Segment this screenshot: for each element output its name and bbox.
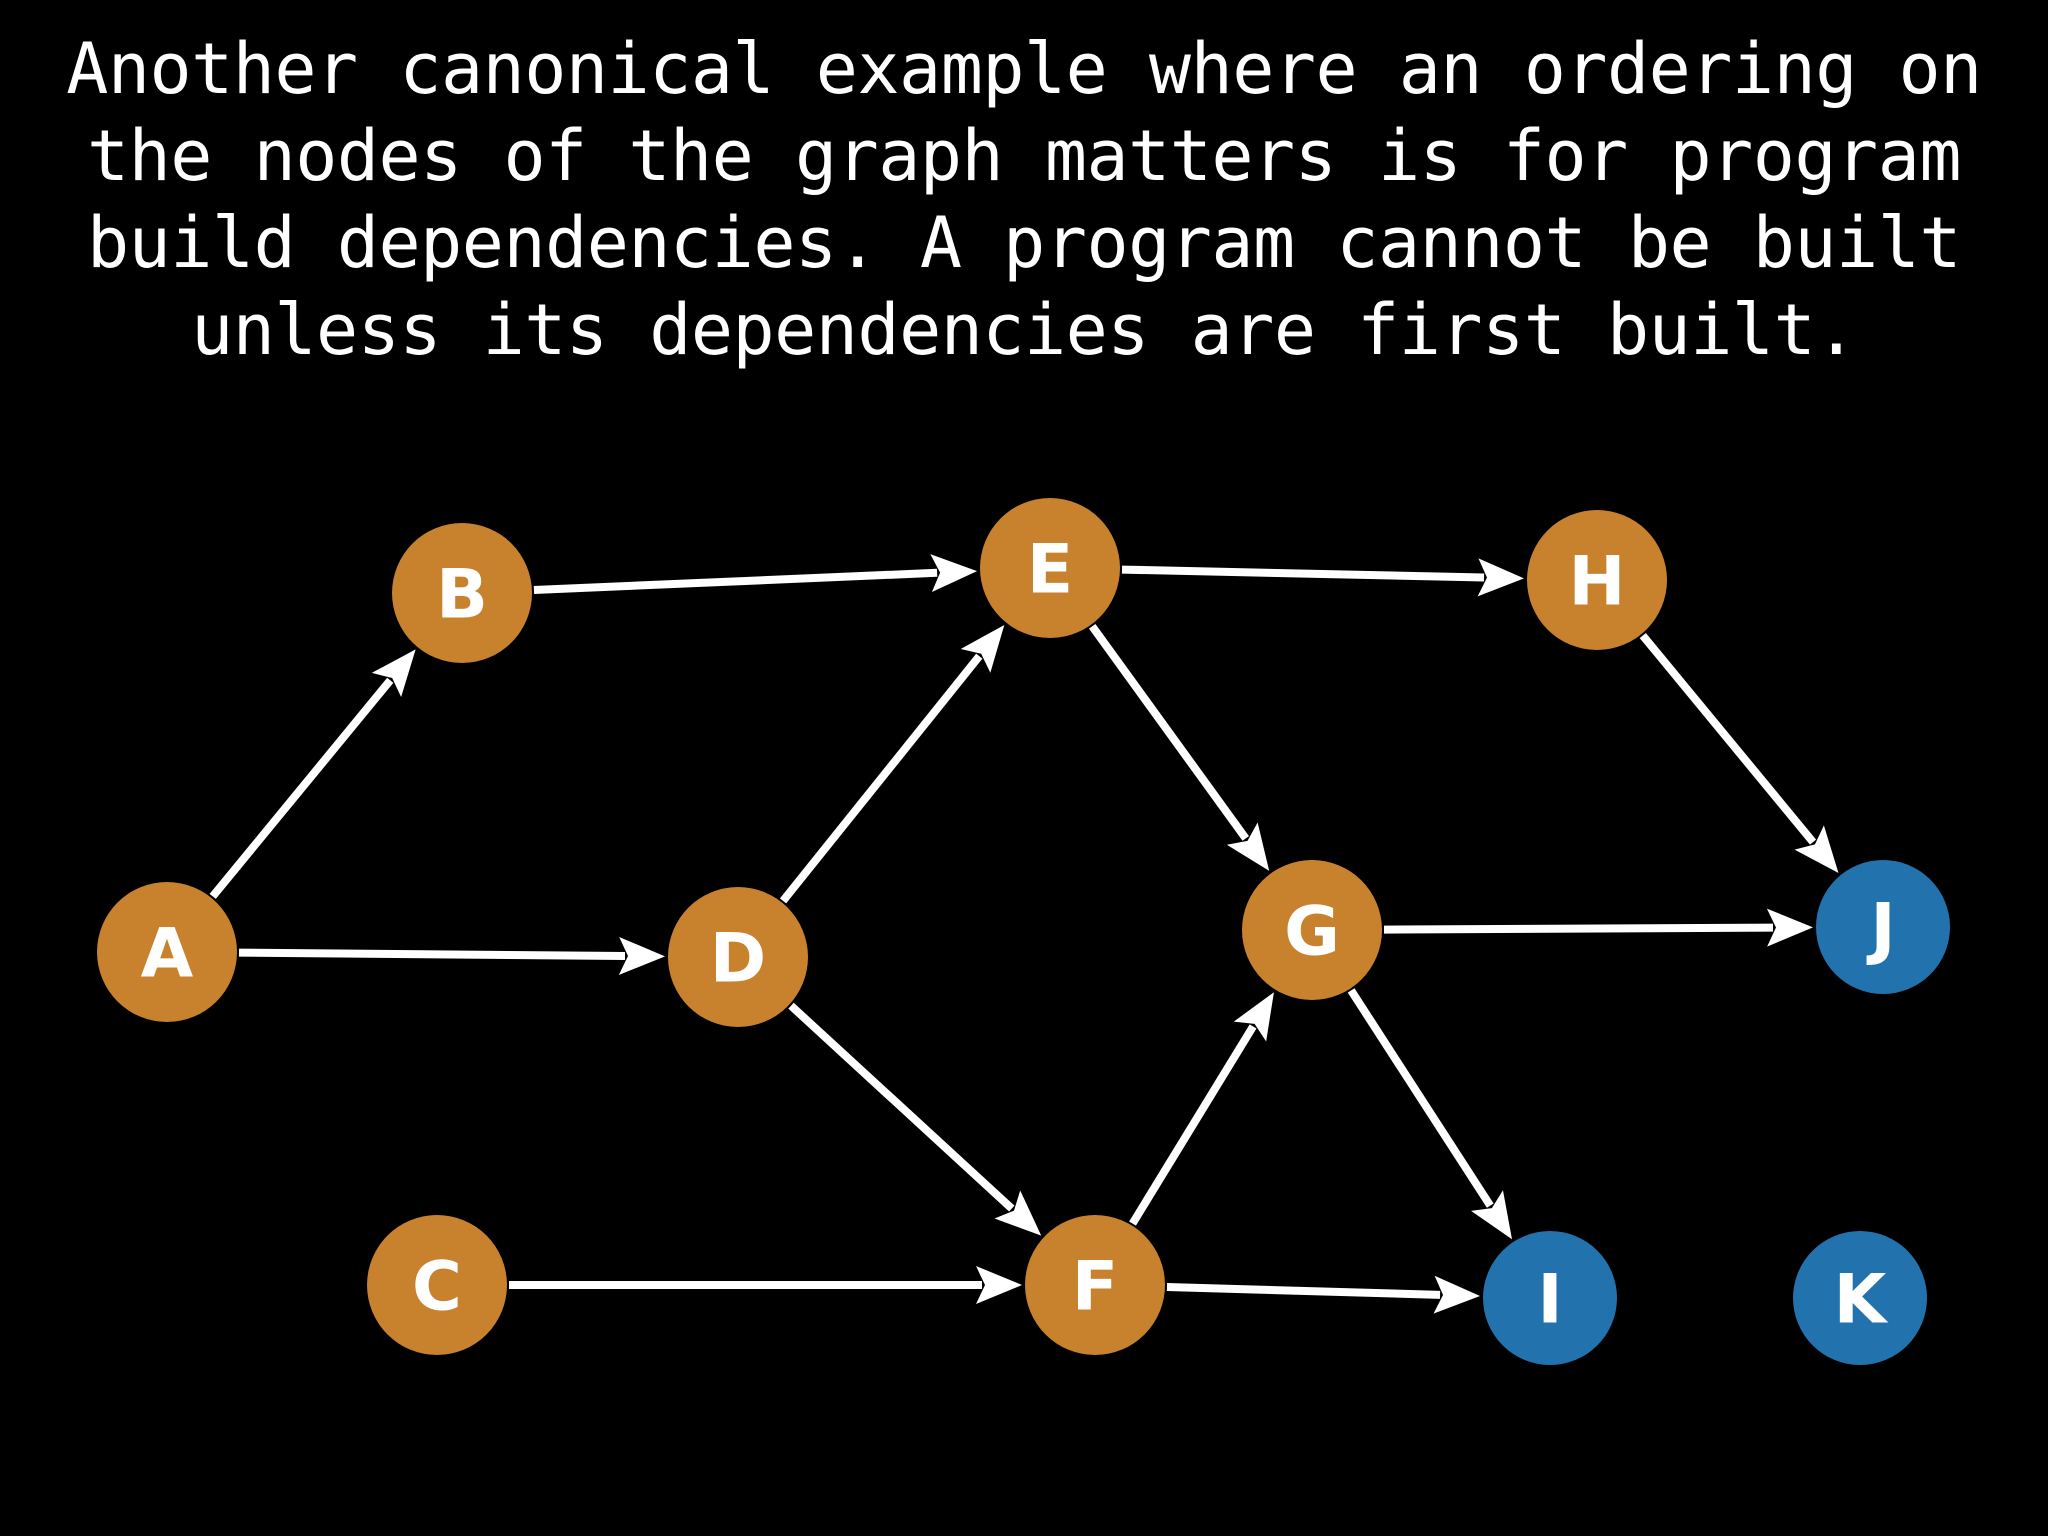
node-circle[interactable] xyxy=(1793,1231,1927,1365)
graph-edges-layer xyxy=(209,554,1839,1314)
arrowhead-icon xyxy=(960,624,1005,673)
arrowhead-icon xyxy=(371,649,416,698)
node-label: B xyxy=(436,556,488,635)
graph-edge-g-to-i xyxy=(1347,988,1512,1240)
edge-shaft xyxy=(238,948,626,961)
graph-edge-b-to-e xyxy=(533,554,978,594)
edge-shaft xyxy=(779,653,983,904)
node-label: I xyxy=(1537,1261,1562,1340)
graph-node-b[interactable]: B xyxy=(392,523,532,663)
graph-edge-d-to-e xyxy=(779,624,1005,904)
node-circle[interactable] xyxy=(392,523,532,663)
node-label: E xyxy=(1027,531,1073,610)
graph-edge-a-to-b xyxy=(209,649,416,899)
node-circle[interactable] xyxy=(1025,1215,1165,1355)
arrowhead-icon xyxy=(1794,825,1839,873)
edge-shaft xyxy=(533,568,938,594)
graph-edge-g-to-j xyxy=(1383,908,1814,947)
node-circle[interactable] xyxy=(668,887,808,1027)
graph-edge-a-to-d xyxy=(238,936,666,975)
graph-node-d[interactable]: D xyxy=(668,887,808,1027)
graph-node-h[interactable]: H xyxy=(1527,510,1667,650)
arrowhead-icon xyxy=(930,554,978,593)
node-label: A xyxy=(141,915,194,994)
node-circle[interactable] xyxy=(97,882,237,1022)
graph-node-a[interactable]: A xyxy=(97,882,237,1022)
node-circle[interactable] xyxy=(1527,510,1667,650)
graph-edge-c-to-f xyxy=(509,1266,1022,1304)
arrowhead-icon xyxy=(976,1266,1022,1304)
node-label: G xyxy=(1284,893,1340,972)
arrowhead-icon xyxy=(994,1190,1042,1236)
edge-shaft xyxy=(1166,1283,1441,1299)
edge-shaft xyxy=(1121,565,1485,582)
graph-edge-d-to-f xyxy=(788,1002,1042,1236)
slide-caption: Another canonical example where an order… xyxy=(66,28,2024,371)
node-label: C xyxy=(412,1248,462,1327)
edge-shaft xyxy=(1088,623,1249,841)
graph-nodes-layer: A B C D E F G H I J K xyxy=(97,498,1950,1365)
node-label: F xyxy=(1072,1248,1118,1327)
node-circle[interactable] xyxy=(1483,1231,1617,1365)
edge-shaft xyxy=(1347,988,1494,1208)
node-label: J xyxy=(1866,890,1895,969)
node-label: K xyxy=(1834,1261,1889,1340)
node-label: D xyxy=(710,920,766,999)
arrowhead-icon xyxy=(618,936,666,975)
graph-edge-h-to-j xyxy=(1639,633,1839,873)
edge-shaft xyxy=(788,1002,1015,1212)
arrowhead-icon xyxy=(1433,1275,1481,1314)
graph-node-j[interactable]: J xyxy=(1816,860,1950,994)
graph-node-c[interactable]: C xyxy=(367,1215,507,1355)
edge-shaft xyxy=(1639,633,1817,845)
edge-shaft xyxy=(1129,1024,1257,1226)
graph-node-i[interactable]: I xyxy=(1483,1231,1617,1365)
arrowhead-icon xyxy=(1766,908,1814,947)
node-circle[interactable] xyxy=(367,1215,507,1355)
node-label: H xyxy=(1569,543,1626,622)
edge-shaft xyxy=(1383,923,1774,934)
graph-node-k[interactable]: K xyxy=(1793,1231,1927,1365)
node-circle[interactable] xyxy=(1816,860,1950,994)
graph-edge-f-to-i xyxy=(1166,1275,1481,1314)
arrowhead-icon xyxy=(1477,558,1525,597)
node-circle[interactable] xyxy=(980,498,1120,638)
edge-shaft xyxy=(209,677,394,899)
graph-edge-e-to-h xyxy=(1121,558,1525,597)
graph-node-f[interactable]: F xyxy=(1025,1215,1165,1355)
graph-edge-f-to-g xyxy=(1129,992,1274,1226)
arrowhead-icon xyxy=(1226,822,1270,871)
graph-node-e[interactable]: E xyxy=(980,498,1120,638)
arrowhead-icon xyxy=(1471,1190,1512,1240)
node-circle[interactable] xyxy=(1242,860,1382,1000)
graph-edge-e-to-g xyxy=(1088,623,1270,871)
arrowhead-icon xyxy=(1233,992,1274,1042)
graph-node-g[interactable]: G xyxy=(1242,860,1382,1000)
